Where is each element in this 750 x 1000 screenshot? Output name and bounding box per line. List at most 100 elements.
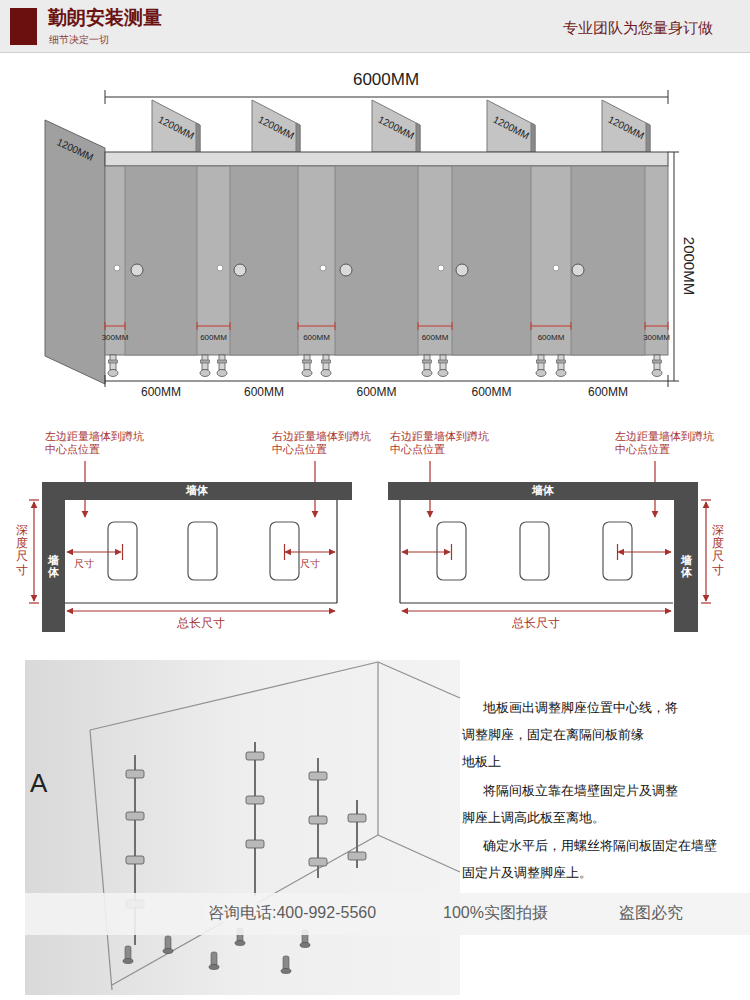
dimension: 总长尺寸 (512, 616, 560, 630)
instruction-text: 将隔间板立靠在墙壁固定片及调整 脚座上调高此板至离地。 (462, 777, 684, 831)
installation-photo (25, 660, 750, 995)
measure-arrow (705, 502, 706, 601)
adjusting-foot (438, 355, 448, 377)
squat-pit (270, 522, 299, 580)
dimension: 1200MM (156, 114, 196, 143)
header-bar (10, 8, 37, 45)
dimension: 深度尺寸 (16, 524, 28, 577)
header-bar (0, 0, 750, 53)
front-face (105, 166, 668, 355)
squat-pit (437, 522, 632, 580)
slogan: 专业团队为您量身订做 (563, 19, 713, 37)
wall-clip (309, 772, 327, 780)
instruction-text: 地板画出调整脚座位置中心线，将 调整脚座，固定在离隔间板前缘 地板上 (462, 694, 684, 775)
dimension: 尺寸 (74, 558, 94, 570)
dimension-line (668, 90, 669, 104)
door-handle (217, 265, 223, 271)
subtitle: 细节决定一切 (49, 34, 109, 46)
dimension: 1200MM (55, 136, 95, 163)
wall-bracket-rod (254, 742, 256, 896)
partition-drawing (45, 90, 679, 387)
figure-letter: A (30, 768, 47, 799)
dimension-line (674, 152, 675, 381)
adjusting-foot (652, 355, 662, 377)
side-panel (602, 100, 650, 152)
floor-foot (163, 936, 173, 954)
dimension: 300MM (643, 333, 670, 343)
measure-arrow (29, 602, 39, 603)
wall-clip (309, 816, 327, 824)
width-bracket (197, 322, 230, 330)
plan-outline (400, 500, 673, 603)
dimension-line (105, 90, 106, 104)
callout-note: 右边距量墙体到蹲坑中心点位置 (272, 430, 376, 456)
door (125, 166, 197, 355)
watermark-band (25, 893, 750, 935)
wall-clip (348, 852, 366, 860)
door-handle (438, 265, 444, 271)
wall-clip (246, 840, 264, 848)
plan-outline (400, 602, 673, 603)
wall-label: 墙体 (186, 484, 208, 497)
side-panel (296, 123, 300, 152)
wall-label: 墙体 (48, 554, 59, 578)
wall-clip (126, 752, 366, 908)
wall-clip (246, 752, 264, 760)
width-bracket (645, 322, 668, 330)
installation-photo (25, 660, 460, 995)
room-edge (90, 662, 460, 990)
header-bar (0, 52, 750, 53)
side-panel (252, 100, 300, 152)
floor-foot (281, 956, 291, 974)
dimension-line (105, 90, 668, 104)
measure-arrow (122, 544, 123, 560)
adjusting-foot (321, 355, 331, 377)
adjusting-foot (217, 355, 227, 377)
squat-pit (437, 522, 466, 580)
watermark: 盗图必究 (616, 903, 686, 922)
door-handle (340, 264, 352, 276)
dimension-line (105, 375, 106, 387)
measure-arrow (402, 551, 450, 552)
door-handle (131, 264, 143, 276)
instruction-text: 确定水平后，用螺丝将隔间板固定在墙壁 固定片及调整脚座上。 (462, 832, 724, 886)
wall-clip (126, 812, 144, 820)
door-handle (572, 264, 584, 276)
plan-outline (65, 500, 337, 603)
wall-band: 墙体 (674, 500, 698, 632)
squat-pit (108, 522, 137, 580)
side-panel (372, 100, 420, 152)
header-bar (0, 0, 750, 52)
door (571, 166, 645, 355)
dimension: 600MM (356, 385, 396, 399)
side-panel (416, 123, 420, 152)
door-handle (320, 265, 326, 271)
measure-arrow (701, 499, 711, 500)
plan-outline (399, 500, 400, 603)
side-panel (646, 123, 650, 152)
squat-pit (520, 522, 549, 580)
width-bracket (418, 322, 452, 330)
dimension: 6000MM (353, 70, 419, 90)
callout-note: 右边距量墙体到蹲坑中心点位置 (390, 430, 494, 456)
measure-arrow (618, 551, 671, 552)
wall-band: 墙体 (42, 482, 352, 500)
dimension: 600MM (200, 333, 227, 343)
adjusting-foot (536, 355, 546, 377)
dimension: 尺寸 (300, 558, 320, 570)
squat-pit (108, 522, 299, 580)
measure-arrow (285, 551, 335, 552)
watermark: 咨询电话:400-992-5560 (205, 903, 379, 922)
dimension-line (105, 97, 668, 98)
adjusting-foot (422, 355, 432, 377)
adjusting-foot (108, 355, 118, 377)
side-panel (45, 120, 105, 384)
squat-pit (188, 522, 217, 580)
adjusting-foot (556, 355, 566, 377)
dimension-line (105, 381, 668, 382)
wall-clip (126, 770, 144, 778)
dimension-line (668, 381, 679, 382)
plan-outline (65, 602, 337, 603)
room-edge (378, 662, 460, 698)
